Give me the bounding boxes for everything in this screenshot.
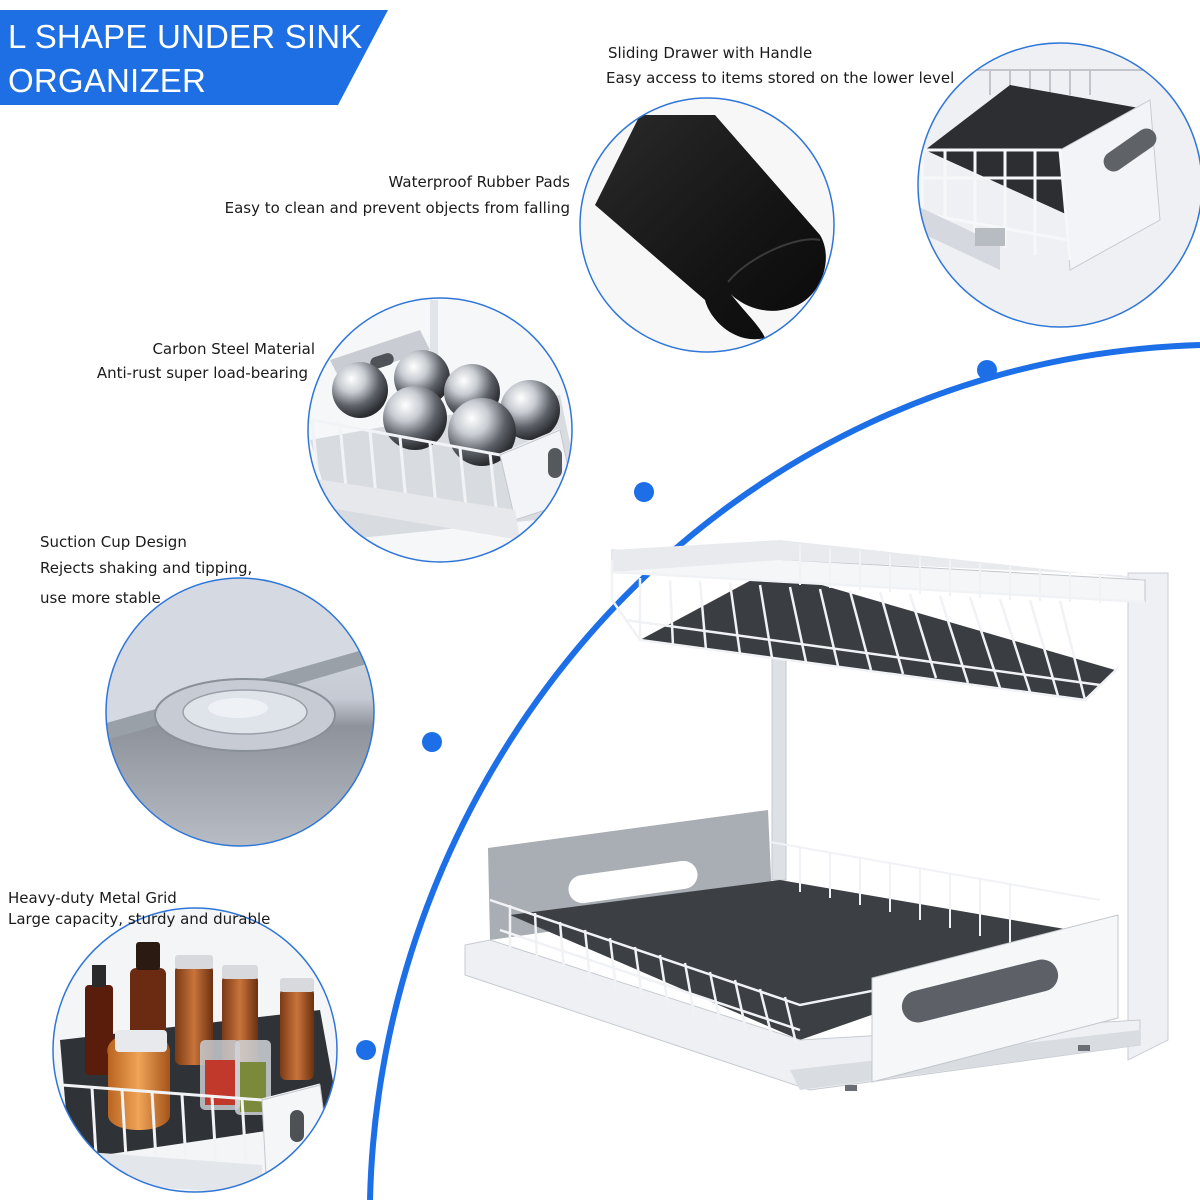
feature-steel-title: Carbon Steel Material [152,340,315,358]
drawer-detail-circle [917,42,1200,328]
feature-drawer-desc: Easy access to items stored on the lower… [606,69,955,87]
banner-title-line1: L SHAPE UNDER SINK [8,18,363,55]
feature-suction-title: Suction Cup Design [40,533,187,551]
feature-steel-desc: Anti-rust super load-bearing [96,364,308,382]
main-rack-image [464,540,1169,1091]
feature-drawer-title: Sliding Drawer with Handle [608,44,813,62]
arc-dot [977,360,997,380]
feature-grid-desc: Large capacity, sturdy and durable [8,910,271,928]
carbon-steel-detail-circle [307,297,573,563]
feature-grid-title: Heavy-duty Metal Grid [8,889,177,907]
banner-title-line2: ORGANIZER [8,62,206,99]
decorative-arc [367,342,1200,1200]
title-banner [0,10,388,105]
feature-suction-desc-line1: Rejects shaking and tipping, [40,559,253,577]
arc-dot [422,732,442,752]
metal-grid-detail-circle [52,907,338,1193]
feature-pads-title: Waterproof Rubber Pads [388,173,570,191]
feature-pads-desc: Easy to clean and prevent objects from f… [224,199,570,217]
rubber-pad-detail-circle [579,97,835,353]
feature-suction-desc-line2: use more stable [40,589,161,607]
arc-dot [356,1040,376,1060]
arc-dot [634,482,654,502]
suction-cup-detail-circle [105,577,375,847]
